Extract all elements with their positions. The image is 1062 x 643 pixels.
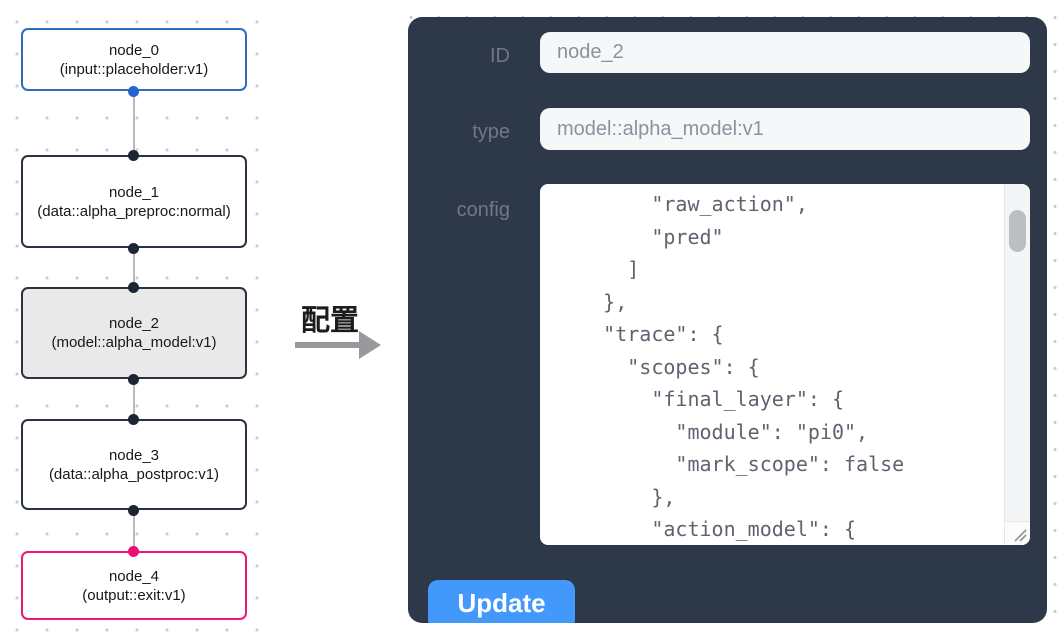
node-title: node_2 — [108, 315, 160, 332]
port-node_2-out[interactable] — [128, 374, 139, 385]
node-node_4[interactable]: node_4 (output::exit:v1) — [21, 551, 247, 620]
port-node_1-in[interactable] — [128, 150, 139, 161]
scrollbar-corner — [1004, 521, 1030, 545]
type-label: type — [472, 121, 510, 143]
edge-node2-node3 — [133, 379, 135, 419]
node-title: node_1 — [108, 183, 160, 201]
config-json-text: "raw_action", "pred" ] }, "trace": { "sc… — [603, 192, 905, 541]
config-textarea[interactable]: "raw_action", "pred" ] }, "trace": { "sc… — [540, 184, 1030, 545]
node-title: node_0 — [108, 41, 160, 59]
type-input[interactable] — [540, 108, 1030, 150]
transfer-label: 配置 — [301, 305, 360, 337]
node-title: node_4 — [108, 567, 160, 585]
config-label: config — [456, 199, 510, 221]
port-node_2-in[interactable] — [128, 282, 139, 293]
node-subtitle: (model::alpha_model:v1) — [51, 334, 217, 351]
node-node_0[interactable]: node_0 (input::placeholder:v1) — [21, 28, 247, 91]
node-subtitle: (input::placeholder:v1) — [59, 60, 209, 78]
id-label: ID — [490, 45, 510, 67]
node-node_1[interactable]: node_1 (data::alpha_preproc:normal) — [21, 155, 247, 248]
edge-node0-node1 — [133, 91, 135, 155]
update-button[interactable]: Update — [428, 580, 575, 623]
edge-node3-node4 — [133, 510, 135, 551]
port-node_4-in[interactable] — [128, 546, 139, 557]
node-node_2[interactable]: node_2 (model::alpha_model:v1) — [21, 287, 247, 379]
node-subtitle: (output::exit:v1) — [82, 586, 186, 604]
arrow-right-icon — [295, 331, 381, 359]
port-node_0-out[interactable] — [128, 86, 139, 97]
id-input[interactable] — [540, 32, 1030, 73]
config-panel: ID type config "raw_action", "pred" ] },… — [408, 17, 1047, 623]
node-subtitle: (data::alpha_preproc:normal) — [37, 202, 231, 220]
flow-canvas: node_0 (input::placeholder:v1) node_1 (d… — [0, 0, 268, 643]
edge-node1-node2 — [133, 248, 135, 287]
resize-handle-icon[interactable] — [1012, 527, 1027, 542]
scrollbar-track[interactable] — [1004, 184, 1030, 521]
port-node_1-out[interactable] — [128, 243, 139, 254]
scrollbar-thumb[interactable] — [1009, 210, 1026, 252]
node-title: node_3 — [108, 446, 160, 464]
port-node_3-in[interactable] — [128, 414, 139, 425]
port-node_3-out[interactable] — [128, 505, 139, 516]
node-node_3[interactable]: node_3 (data::alpha_postproc:v1) — [21, 419, 247, 510]
node-subtitle: (data::alpha_postproc:v1) — [48, 465, 220, 483]
